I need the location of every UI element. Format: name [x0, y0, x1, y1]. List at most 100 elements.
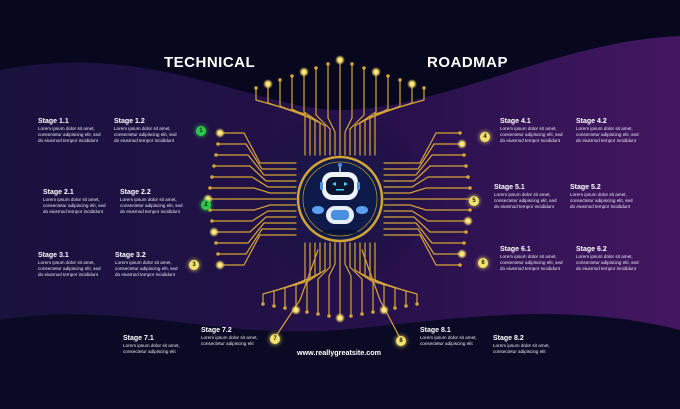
- circuit-node: [422, 86, 426, 90]
- stage-description-line: do eiusmod tempor incididunt: [576, 266, 637, 271]
- circuit-node: [214, 153, 218, 157]
- circuit-node: [278, 78, 282, 82]
- stage-description-line: do eiusmod tempor incididunt: [38, 138, 99, 143]
- glow-node: [291, 305, 301, 315]
- glow-node: [463, 216, 473, 226]
- stage-description-line: do eiusmod tempor incididunt: [494, 204, 555, 209]
- circuit-trace: [219, 234, 297, 266]
- stage-title: Stage 7.1: [123, 335, 154, 342]
- glow-node: [215, 260, 225, 270]
- stage-description-line: Lorem ipsum dolor sit amet,: [576, 126, 633, 131]
- circuit-node: [327, 314, 331, 318]
- circuit-trace: [213, 216, 297, 233]
- glow-node: [457, 249, 467, 259]
- stage-description-line: consectetur adipiscing elit, sed: [43, 203, 106, 208]
- stage-description-line: do eiusmod tempor incididunt: [570, 204, 631, 209]
- stage-description-line: Lorem ipsum dolor sit amet,: [38, 126, 95, 131]
- circuit-node: [393, 306, 397, 310]
- stage-description-line: consectetur adipiscing elit: [493, 349, 546, 354]
- stage-description-line: do eiusmod tempor incididunt: [120, 209, 181, 214]
- title-left: TECHNICAL: [164, 54, 256, 71]
- stage-title: Stage 1.2: [114, 118, 145, 125]
- circuit-trace: [374, 242, 418, 305]
- stage-description-line: do eiusmod tempor incididunt: [115, 272, 176, 277]
- circuit-trace: [215, 222, 297, 244]
- stage-description-line: Lorem ipsum dolor sit amet,: [500, 254, 557, 259]
- circuit-node: [415, 302, 419, 306]
- stage-title: Stage 5.1: [494, 184, 525, 191]
- circuit-node: [462, 153, 466, 157]
- marker-1: 1: [196, 126, 206, 136]
- stage-title: Stage 7.2: [201, 327, 232, 334]
- stage-description-line: consectetur adipiscing elit, sed: [494, 198, 557, 203]
- marker-8: 8: [396, 336, 406, 346]
- stage-description-line: consectetur adipiscing elit: [420, 341, 473, 346]
- circuit-trace: [328, 242, 336, 317]
- circuit-node: [371, 310, 375, 314]
- website-link[interactable]: www.reallygreatsite.com: [297, 348, 382, 357]
- stage-description-line: Lorem ipsum dolor sit amet,: [420, 335, 477, 340]
- circuit-node: [464, 164, 468, 168]
- circuit-trace: [213, 165, 297, 182]
- stage-description-line: Lorem ipsum dolor sit amet,: [576, 254, 633, 259]
- stage-description-line: do eiusmod tempor incididunt: [500, 266, 561, 271]
- circuit-trace: [383, 216, 467, 233]
- circuit-trace: [354, 71, 377, 156]
- circuit-node: [466, 175, 470, 179]
- circuit-trace: [344, 63, 353, 156]
- circuit-trace: [383, 176, 469, 188]
- circuit-node: [386, 74, 390, 78]
- stage-description-line: Lorem ipsum dolor sit amet,: [115, 260, 172, 265]
- stage-title: Stage 3.2: [115, 252, 146, 259]
- circuit-trace: [374, 87, 425, 156]
- glow-node: [371, 67, 381, 77]
- circuit-node: [458, 131, 462, 135]
- stage-description-line: Lorem ipsum dolor sit amet,: [43, 197, 100, 202]
- stage-description-line: consectetur adipiscing elit, sed: [120, 203, 183, 208]
- stage-description-line: Lorem ipsum dolor sit amet,: [123, 343, 180, 348]
- circuit-node: [208, 208, 212, 212]
- stage-title: Stage 2.2: [120, 189, 151, 196]
- stage-title: Stage 4.2: [576, 118, 607, 125]
- stage-description-line: consectetur adipiscing elit, sed: [500, 260, 563, 265]
- marker-3: 3: [189, 260, 199, 270]
- glow-node: [215, 128, 225, 138]
- stage-description-line: consectetur adipiscing elit, sed: [38, 132, 101, 137]
- circuit-trace: [383, 210, 469, 222]
- marker-4: 4: [480, 132, 490, 142]
- circuit-trace: [317, 242, 331, 315]
- stage-description-line: Lorem ipsum dolor sit amet,: [120, 197, 177, 202]
- circuit-node: [464, 230, 468, 234]
- circuit-trace: [383, 132, 461, 164]
- stage-title: Stage 6.1: [500, 246, 531, 253]
- stage-description-line: Lorem ipsum dolor sit amet,: [114, 126, 171, 131]
- stage-title: Stage 1.1: [38, 118, 69, 125]
- circuit-trace: [217, 228, 297, 255]
- circuit-node: [210, 219, 214, 223]
- circuit-node: [214, 241, 218, 245]
- stage-title: Stage 2.1: [43, 189, 74, 196]
- circuit-node: [360, 312, 364, 316]
- circuit-trace: [383, 143, 463, 170]
- glow-node: [379, 305, 389, 315]
- circuit-node: [261, 302, 265, 306]
- glow-node: [335, 55, 345, 65]
- circuit-node: [283, 306, 287, 310]
- circuit-node: [468, 208, 472, 212]
- circuit-node: [305, 310, 309, 314]
- circuit-trace: [349, 242, 363, 315]
- stage-description-line: consectetur adipiscing elit, sed: [115, 266, 178, 271]
- circuit-node: [208, 186, 212, 190]
- glow-node: [335, 313, 345, 323]
- circuit-trace: [279, 79, 316, 156]
- circuit-trace: [327, 63, 336, 156]
- circuit-trace: [344, 242, 352, 317]
- circuit-trace: [383, 187, 471, 194]
- circuit-node: [468, 186, 472, 190]
